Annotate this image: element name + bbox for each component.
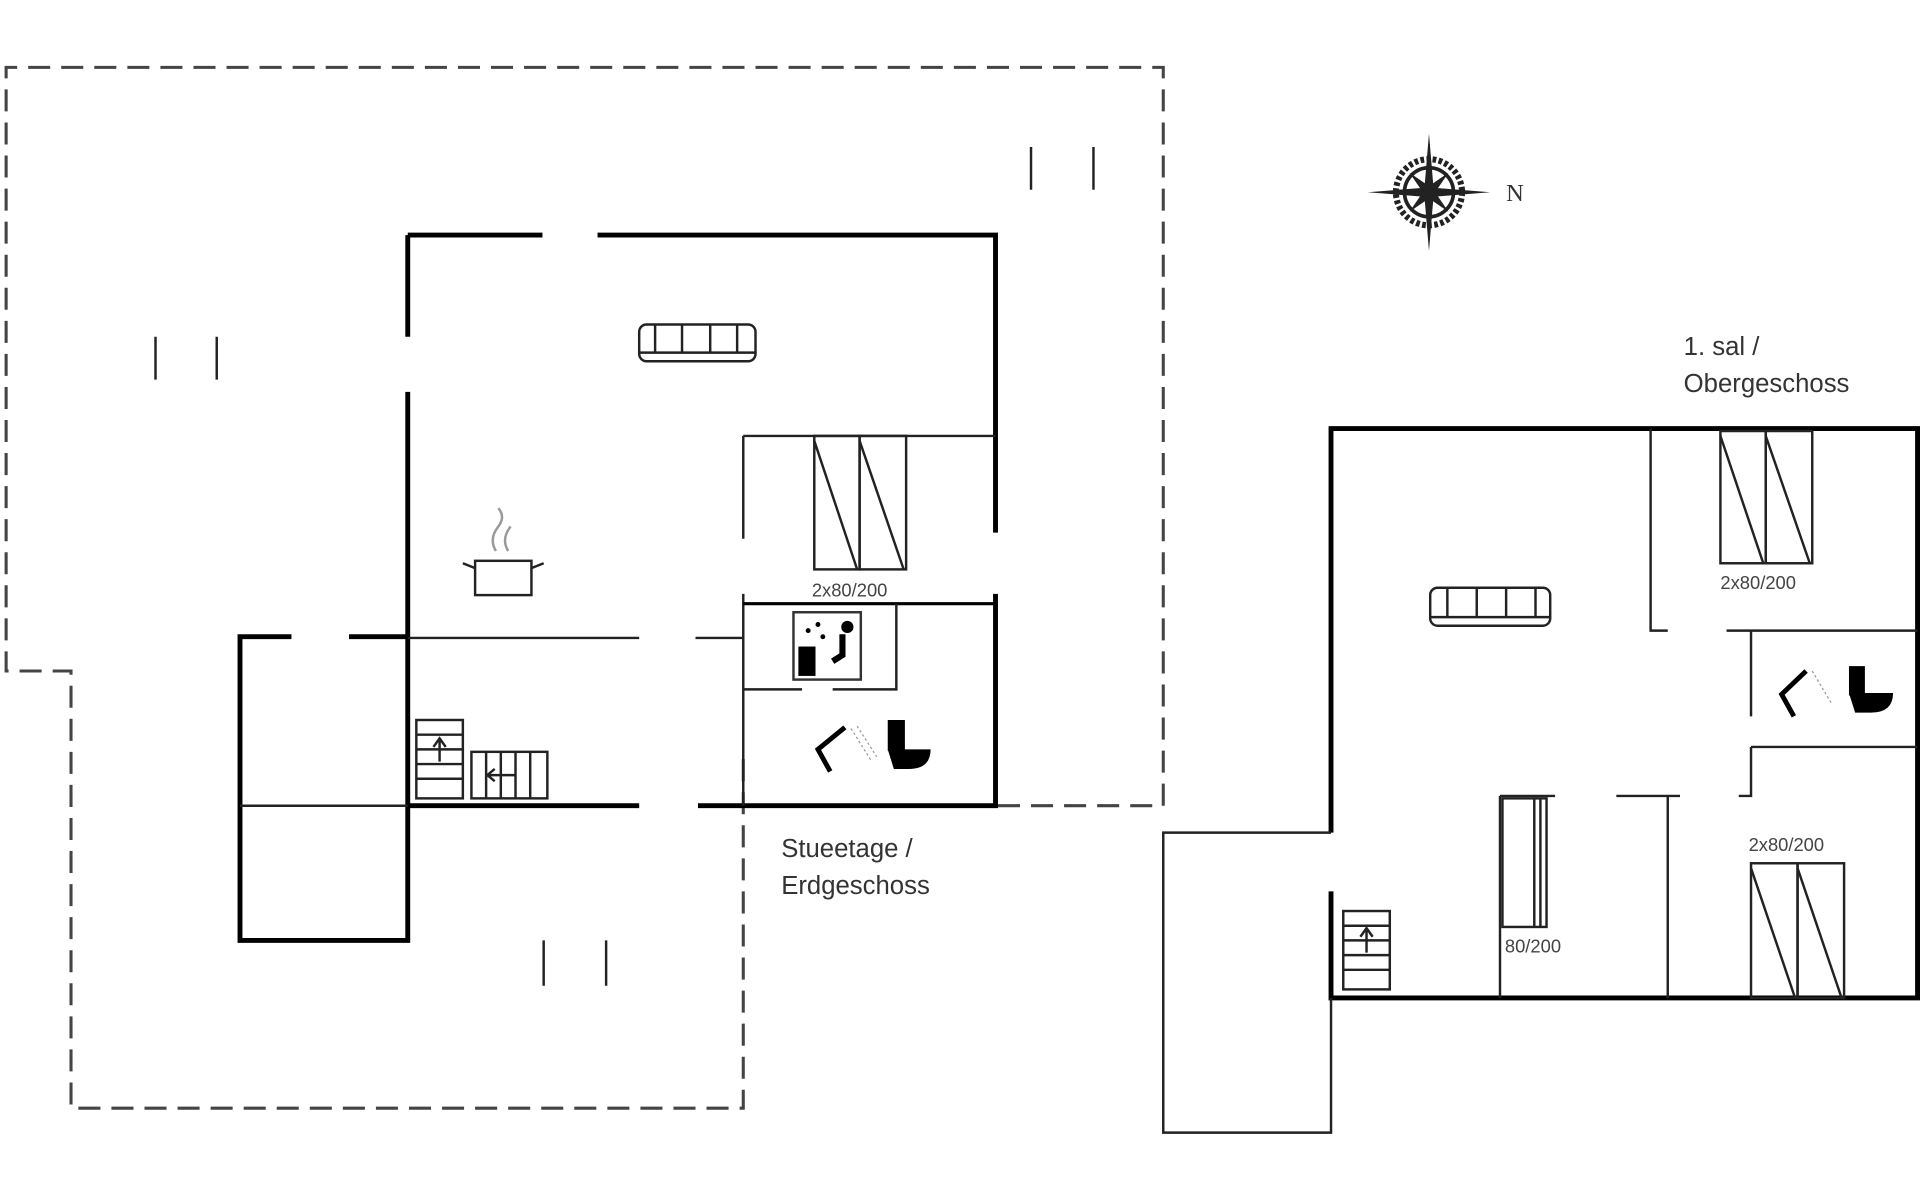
ground-floor-label: Stueetage / (781, 835, 913, 863)
toilet-icon (887, 720, 931, 769)
shower-icon (814, 725, 878, 773)
stairs-icon (1342, 909, 1392, 991)
upper-floor-label-2: Obergeschoss (1684, 370, 1850, 398)
single-bed (1501, 797, 1548, 929)
single-bed-label: 80/200 (1505, 936, 1561, 957)
bed-size-label: 2x80/200 (812, 579, 888, 600)
kitchen-pot-icon (462, 507, 545, 597)
ground-floor: 2x80/200 Stueetage / Erdgeschos (4, 65, 1165, 1110)
sauna-icon (792, 611, 863, 681)
upper-floor-walls (1162, 426, 1920, 1134)
ground-floor-label-2: Erdgeschoss (781, 872, 930, 900)
double-bed (1719, 429, 1814, 565)
double-bed (1749, 862, 1846, 1000)
upper-floor-label: 1. sal / (1684, 333, 1761, 361)
toilet-icon (1848, 666, 1894, 713)
bed-size-label: 2x80/200 (1749, 834, 1825, 855)
window-marks (154, 146, 1095, 986)
upper-floor: 1. sal / Obergeschoss 2x80/200 2x80/200 … (1162, 333, 1920, 1134)
double-bed (813, 434, 908, 571)
stairs-icon (415, 718, 549, 800)
sofa-icon (1428, 586, 1552, 627)
terrace-outline (4, 65, 1165, 1110)
bed-size-label: 2x80/200 (1720, 572, 1796, 593)
compass-icon (1367, 133, 1491, 252)
shower-icon (1778, 669, 1833, 718)
north-label: N (1506, 180, 1524, 207)
sofa-icon (637, 323, 757, 363)
